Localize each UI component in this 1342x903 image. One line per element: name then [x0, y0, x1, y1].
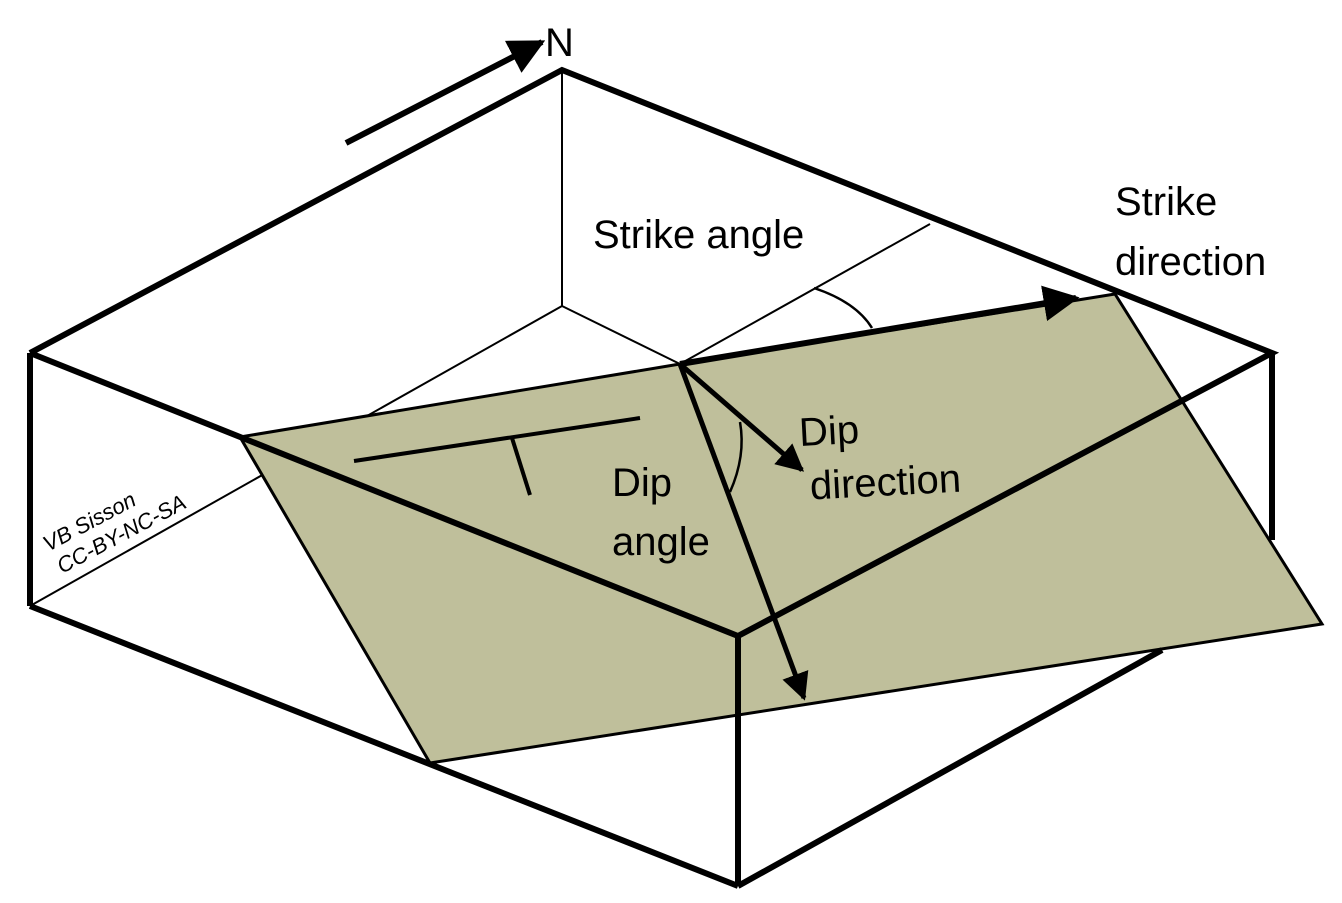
hidden-edge-right	[561, 305, 681, 365]
north-label: N	[545, 21, 574, 65]
north-arrow-icon	[344, 39, 546, 146]
strike-dip-symbol-icon	[353, 416, 641, 496]
dip-direction-label-line2: direction	[809, 457, 962, 509]
strike-direction-label-line2: direction	[1115, 240, 1266, 284]
strike-angle-label: Strike angle	[593, 213, 804, 257]
credit-label: VB Sisson CC-BY-NC-SA	[39, 466, 191, 579]
block-visible-edges	[27, 66, 1280, 889]
dip-direction-arrow	[678, 362, 805, 472]
strike-direction-label-line1: Strike	[1115, 180, 1217, 224]
dip-angle-label-line1: Dip	[612, 461, 672, 505]
dip-angle-label-line2: angle	[612, 520, 710, 564]
strike-angle-arc	[813, 286, 874, 329]
strike-direction-label: Strike direction	[1115, 180, 1266, 284]
dip-angle-line	[677, 363, 809, 701]
dip-angle-label: Dip angle	[612, 461, 710, 564]
strike-direction-arrow	[679, 285, 1080, 367]
inclined-plane	[237, 292, 1325, 765]
north-reference-line	[679, 223, 931, 365]
dip-angle-arc	[728, 421, 743, 493]
dip-direction-label-line1: Dip	[798, 408, 860, 455]
dip-direction-label: Dip direction	[798, 403, 962, 509]
block-bottom-left-edge	[28, 603, 740, 889]
block-bottom-right-edge	[736, 647, 1164, 889]
